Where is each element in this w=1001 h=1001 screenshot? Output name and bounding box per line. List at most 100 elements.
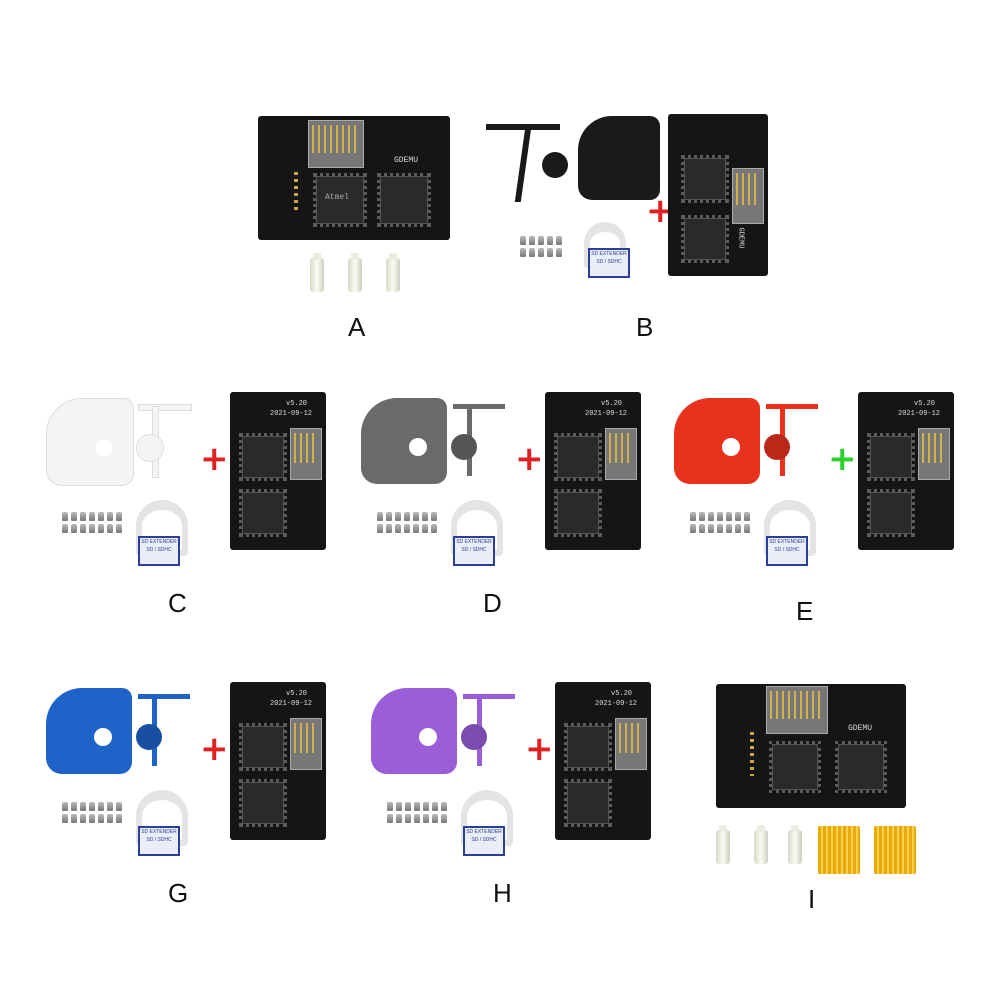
- sd-extender-sublabel: SD / SDHC: [774, 547, 800, 553]
- bracket-arm: [514, 128, 532, 202]
- fpga-chip: [239, 489, 287, 537]
- thermal-pad: [874, 826, 916, 874]
- atmel-chip: [239, 723, 287, 771]
- case-hole: [419, 728, 437, 746]
- sd-extender-card: SD EXTENDER SD / SDHC: [463, 826, 505, 856]
- case-hole: [409, 438, 427, 456]
- plus-sign: +: [200, 729, 229, 769]
- chip-brand: Atmel: [325, 193, 350, 202]
- sd-extender-sublabel: SD / SDHC: [471, 837, 497, 843]
- drive-case: [361, 398, 447, 484]
- gdemu-board: GDEMU: [716, 684, 906, 808]
- sd-extender-card: SD EXTENDER SD / SDHC: [138, 536, 180, 566]
- sd-extender-label: SD EXTENDER: [456, 539, 492, 545]
- sd-extender-label: SD EXTENDER: [466, 829, 502, 835]
- bracket: [766, 404, 818, 409]
- sd-extender-sublabel: SD / SDHC: [146, 547, 172, 553]
- board-version: v5.20: [611, 690, 633, 698]
- sd-extender-card: SD EXTENDER SD / SDHC: [453, 536, 495, 566]
- board-name: GDEMU: [736, 227, 745, 249]
- fpga-chip: [564, 779, 612, 827]
- nylon-standoff: [754, 825, 768, 864]
- atmel-chip: [769, 741, 821, 793]
- bracket: [453, 404, 505, 409]
- panel-label-d: D: [483, 588, 502, 618]
- panel-a: Atmel GDEMU A: [250, 110, 480, 350]
- screw-set: [377, 512, 437, 533]
- bracket: [463, 694, 515, 699]
- button-cap: [764, 434, 790, 460]
- sd-extender-sublabel: SD / SDHC: [461, 547, 487, 553]
- panel-label-b: B: [636, 312, 654, 342]
- case-hole: [95, 439, 113, 457]
- panel-label-c: C: [168, 588, 187, 618]
- sd-extender-label: SD EXTENDER: [141, 539, 177, 545]
- gdemu-board: v5.20 2021-09-12: [545, 392, 641, 550]
- button-cap: [542, 152, 568, 178]
- sd-extender-sublabel: SD / SDHC: [146, 837, 172, 843]
- screw-set: [62, 802, 122, 823]
- button-cap: [136, 724, 162, 750]
- thermal-pad: [818, 826, 860, 874]
- drive-case: [46, 398, 134, 486]
- bracket: [138, 404, 192, 411]
- drive-case: [46, 688, 132, 774]
- panel-h: + SD EXTENDER SD / SDHC v5.20 2021-09-12…: [365, 680, 665, 920]
- board-version: v5.20: [601, 400, 623, 408]
- panel-label-e: E: [796, 596, 814, 626]
- panel-i: GDEMU I: [700, 680, 940, 920]
- board-version: v5.20: [914, 400, 936, 408]
- board-version: v5.20: [286, 690, 308, 698]
- bracket: [486, 124, 560, 130]
- bracket: [138, 694, 190, 699]
- sd-card-slot: [732, 168, 764, 224]
- nylon-standoff: [716, 825, 730, 864]
- panel-label-a: A: [348, 312, 366, 342]
- sd-extender-card: SD EXTENDER SD / SDHC: [138, 826, 180, 856]
- plus-sign: +: [515, 439, 544, 479]
- drive-case: [674, 398, 760, 484]
- plus-sign: +: [828, 439, 857, 479]
- panel-d: + SD EXTENDER SD / SDHC v5.20 2021-09-12…: [355, 390, 655, 630]
- fpga-chip: [554, 489, 602, 537]
- panel-b: + SD EXTENDER SD / SDHC GDEMU B: [480, 110, 780, 350]
- panel-label-g: G: [168, 878, 189, 908]
- panel-e: + SD EXTENDER SD / SDHC v5.20 2021-09-12…: [668, 390, 968, 630]
- gdemu-board: v5.20 2021-09-12: [555, 682, 651, 840]
- header-pins: [750, 732, 754, 776]
- panel-label-h: H: [493, 878, 512, 908]
- sd-extender-card: SD EXTENDER SD / SDHC: [588, 248, 630, 278]
- atmel-chip: [867, 433, 915, 481]
- sd-card-slot: [290, 718, 322, 770]
- fpga-chip: [835, 741, 887, 793]
- atmel-chip: [564, 723, 612, 771]
- screw-set: [62, 512, 122, 533]
- fpga-chip: [239, 779, 287, 827]
- case-hole: [94, 728, 112, 746]
- sd-extender-sublabel: SD / SDHC: [596, 259, 622, 265]
- button-cap: [451, 434, 477, 460]
- fpga-chip: [867, 489, 915, 537]
- case-hole: [722, 438, 740, 456]
- screw-set: [387, 802, 447, 823]
- gdemu-board: v5.20 2021-09-12: [230, 682, 326, 840]
- button-cap: [461, 724, 487, 750]
- sd-extender-label: SD EXTENDER: [769, 539, 805, 545]
- sd-card-slot: [308, 120, 364, 168]
- panel-g: + SD EXTENDER SD / SDHC v5.20 2021-09-12…: [40, 680, 340, 920]
- board-date: 2021-09-12: [270, 700, 313, 708]
- gdemu-board: v5.20 2021-09-12: [858, 392, 954, 550]
- sd-card-slot: [918, 428, 950, 480]
- board-date: 2021-09-12: [595, 700, 638, 708]
- sd-card-slot: [605, 428, 637, 480]
- drive-case: [371, 688, 457, 774]
- nylon-standoff: [386, 253, 400, 292]
- atmel-chip: [681, 155, 729, 203]
- header-pins: [294, 172, 298, 212]
- sd-card-slot: [766, 686, 828, 734]
- board-version: v5.20: [286, 400, 308, 408]
- board-name: GDEMU: [394, 156, 419, 165]
- panel-c: + SD EXTENDER SD / SDHC v5.20 2021-09-12…: [40, 390, 340, 630]
- screw-set: [520, 236, 562, 257]
- nylon-standoff: [788, 825, 802, 864]
